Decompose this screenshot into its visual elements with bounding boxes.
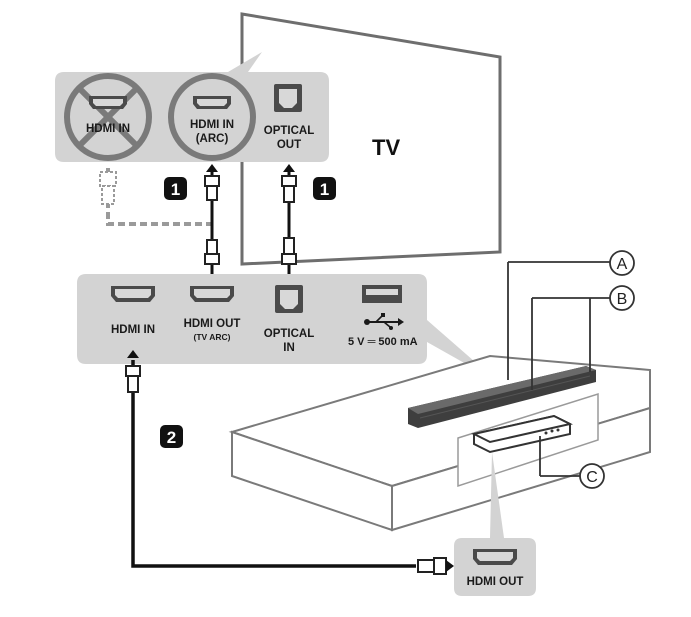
tv-optical-out-label-1: OPTICAL: [264, 125, 314, 137]
callout-c-letter: C: [586, 469, 598, 486]
soundbar-optical-in-label-2: IN: [283, 342, 295, 354]
hdmi-port-icon: [111, 286, 155, 302]
hdmi-port-icon: [473, 549, 517, 565]
tv-hdmi-in-arc-label-1: HDMI IN: [190, 119, 234, 131]
usb-power-rating: 5 V ═ 500 mA: [348, 336, 418, 348]
usb-port-icon: [362, 285, 402, 303]
step-2-badge: 2: [160, 425, 183, 448]
callout-a-letter: A: [617, 256, 628, 273]
tv-label: TV: [372, 135, 400, 160]
soundbar-optical-in: OPTICAL IN: [264, 285, 314, 354]
tv-hdmi-in-arc: HDMI IN (ARC): [168, 73, 256, 161]
device-hdmi-out-label: HDMI OUT: [467, 576, 524, 588]
soundbar-optical-in-label-1: OPTICAL: [264, 328, 314, 340]
hdmi-port-icon: [190, 286, 234, 302]
hdmi-cable-step1: [204, 164, 220, 284]
dashed-alternative-cable: [99, 168, 212, 226]
tv-optical-out: OPTICAL OUT: [264, 84, 314, 151]
usb-symbol-icon: [364, 313, 404, 330]
soundbar: [408, 366, 596, 428]
tv-hdmi-in-crossed-label: HDMI IN: [86, 123, 130, 135]
callout-b: B: [531, 285, 635, 390]
step-1-number-right: 1: [320, 180, 329, 199]
soundbar-usb-port: 5 V ═ 500 mA: [348, 285, 418, 348]
soundbar-hdmi-out-label-1: HDMI OUT: [184, 318, 241, 330]
external-device: [471, 414, 573, 454]
callout-b-letter: B: [617, 291, 628, 308]
soundbar-hdmi-in: HDMI IN: [111, 286, 155, 336]
optical-port-icon: [274, 84, 302, 112]
optical-port-icon: [275, 285, 303, 313]
soundbar-hdmi-in-label: HDMI IN: [111, 324, 155, 336]
step-1-number-left: 1: [171, 180, 180, 199]
soundbar-hdmi-out-arc: HDMI OUT (TV ARC): [184, 286, 241, 342]
tv-hdmi-in-arc-label-2: (ARC): [196, 133, 229, 145]
soundbar-hdmi-out-label-2: (TV ARC): [194, 332, 231, 342]
tv-optical-out-label-2: OUT: [277, 139, 301, 151]
callout-c: C: [539, 436, 605, 489]
hdmi-cable-step2: [125, 350, 454, 575]
step-1-badge-right: 1: [313, 177, 336, 200]
callout-a: A: [507, 250, 635, 380]
step-1-badge-left: 1: [164, 177, 187, 200]
device-hdmi-out: HDMI OUT: [467, 549, 524, 588]
hdmi-port-icon: [89, 96, 127, 109]
hdmi-port-icon: [193, 96, 231, 109]
tv-hdmi-in-crossed: HDMI IN: [64, 73, 152, 161]
step-2-number: 2: [167, 428, 176, 447]
